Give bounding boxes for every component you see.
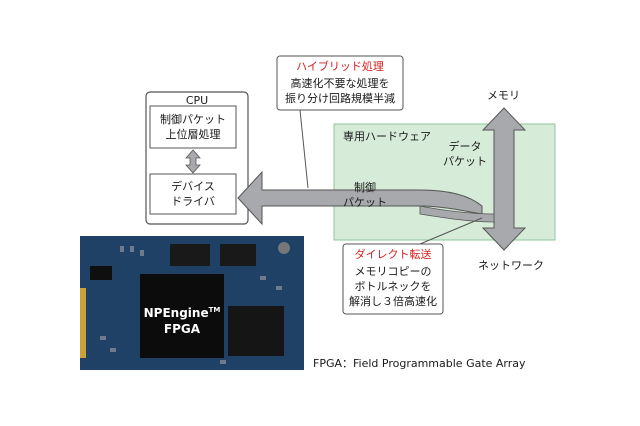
device-driver-line-2: ドライバ (171, 195, 215, 208)
direct-callout-leader (419, 217, 483, 245)
fpga-board-photo: NPEngineTM FPGA (80, 236, 304, 370)
bidirectional-arrow-icon (185, 149, 201, 174)
fpga-chip-label: NPEngineTM FPGA (140, 302, 224, 337)
hybrid-heading: ハイブリッド処理 (296, 60, 384, 73)
chip-name: NPEngine (143, 306, 209, 320)
control-packet-line-1: 制御 (354, 181, 376, 194)
hybrid-callout (276, 55, 404, 111)
device-driver-line-1: デバイス (171, 180, 215, 193)
memory-network-arrow (481, 107, 527, 251)
chip-trademark: TM (208, 306, 221, 314)
network-label: ネットワーク (478, 259, 544, 272)
data-packet-line-2: パケット (443, 155, 487, 168)
control-packet-line-2: パケット (343, 196, 387, 209)
direct-body-line-2: ボトルネックを (354, 280, 432, 293)
chip-type: FPGA (163, 322, 201, 336)
memory-label: メモリ (487, 89, 520, 102)
direct-transfer-arrow (419, 205, 495, 223)
footnote: FPGA：Field Programmable Gate Array (313, 357, 526, 370)
data-packet-line-1: データ (448, 140, 482, 153)
board-graphic (80, 236, 304, 370)
direct-body-line-1: メモリコピーの (354, 265, 432, 278)
direct-heading: ダイレクト転送 (354, 248, 432, 261)
upper-layer-line-2: 上位層処理 (165, 128, 221, 141)
control-packet-arrow (237, 170, 483, 226)
hybrid-body-line-1: 高速化不要な処理を (290, 77, 390, 90)
hybrid-body-line-2: 振り分け回路規模半減 (285, 92, 395, 105)
hybrid-callout-leader (299, 109, 309, 189)
cpu-title: CPU (185, 94, 209, 107)
dedicated-hardware-label: 専用ハードウェア (343, 130, 431, 143)
direct-callout (342, 243, 444, 315)
direct-body-line-3: 解消し３倍高速化 (349, 295, 437, 308)
upper-layer-line-1: 制御パケット (160, 113, 226, 126)
device-driver-box (149, 173, 237, 215)
dedicated-hardware-region (333, 123, 556, 241)
upper-layer-box (149, 105, 237, 149)
